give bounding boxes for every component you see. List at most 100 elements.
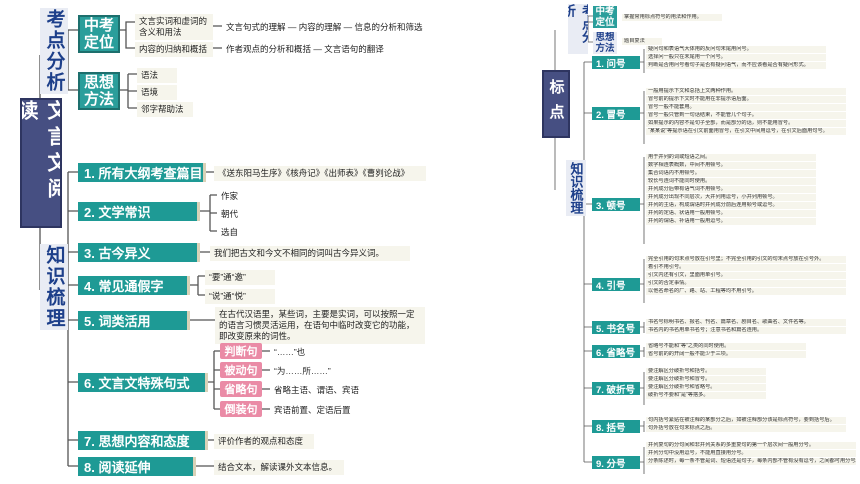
rule: 以他名命名的厂、路、站、工程等均不用引号。 [646, 288, 846, 295]
right-node-sixiang: 思想方法 [593, 32, 617, 54]
shenglvehao-rules: 省略号不能和“等”之类的同时使用。 省号前的的开阔一般不能少于三项。 [646, 343, 806, 359]
right-item-pozhehao: 7. 破折号 [592, 382, 640, 395]
item-5: 5. 词类活用 [78, 311, 190, 330]
rule: 并列的谓语、补语用一般用逗号。 [646, 218, 816, 225]
rule: 完全引用的句末点号放在引号里；不完全引用的引文的句末点号放在引号外。 [646, 256, 846, 263]
maohao-rules: 一般用提示下文和总括上文两种作用。 冒号前的提示下文时不能用在非提示语后面。 冒… [646, 88, 846, 136]
rule: “某某说”等提示语在引文前面用冒号，在引文中间用逗号，在引文后面用句号。 [646, 128, 846, 135]
type-panduan: 判断句 [220, 343, 262, 359]
kuohao-rules: 句内括号紧贴在被注释的某部分之后，如被注释部分该是标点符号，要到括号后。 句外括… [646, 417, 846, 433]
item4-sub-2: “说”通“悦” [205, 289, 275, 304]
rule: 要注解区分破折号和省略号。 [646, 384, 766, 391]
type-shenglve: 省略句 [220, 381, 262, 397]
rule: 句外括号放在句末标点之后。 [646, 425, 846, 432]
rule: 省号前的的开阔一般不能少于三项。 [646, 351, 806, 358]
rule: 引文内还有引文，里面用单引号。 [646, 272, 846, 279]
right-item-maohao: 2. 冒号 [592, 107, 640, 120]
rule: 疑问句和表语气大体用的反问句末尾用问号。 [646, 46, 826, 53]
rule: 数字相连表概数，中间不用顿号。 [646, 162, 816, 169]
item5-text: 在古代汉语里，某些词，主要是实词，可以按照一定的语言习惯灵活运用，在语句中临时改… [215, 307, 425, 344]
rule: 并列分句中没用逗号，不能用直接用分号。 [646, 450, 856, 457]
item-2: 2. 文学常识 [78, 202, 200, 221]
rule: 并列成分出现不同层次，大并列用逗号，小并列用顿号。 [646, 194, 816, 201]
rule: 要注解区分破折号和括号。 [646, 368, 766, 375]
type-beidong-text: “为……所……” [274, 366, 331, 376]
rule: 冒号前的提示下文时不能用在非提示语后面。 [646, 96, 846, 103]
pos2-text: 内容的归纳和概括 [135, 42, 213, 57]
rule: 冒号一般只管到一句话结束，不能管几个句子。 [646, 112, 846, 119]
pos1-chain: 文言句式的理解 — 内容的理解 — 信息的分析和筛选 [226, 22, 423, 32]
item7-text: 评价作者的观点和态度 [214, 434, 314, 449]
right-item-kuohao: 8. 括号 [592, 420, 640, 433]
rule: 要注解区分破折号和冒号。 [646, 376, 766, 383]
method-yufa: 语法 [137, 68, 177, 83]
rule: 并列的主语，构成谓语时并列成分前后连用顿号或逗号。 [646, 202, 816, 209]
rule: 一般用提示下文和总括上文两种作用。 [646, 88, 846, 95]
rule: 集合词语内不用顿号。 [646, 170, 816, 177]
shuminghao-rules: 书名号标明书名、报名、刊名、篇章名、剧目名、歌曲名、文件名等。 书名内的书名用单… [646, 319, 846, 335]
right-section-zhishi: 知识梳理 [566, 160, 586, 216]
item4-sub-1: “要”通“邀” [205, 270, 275, 285]
rule: 着引不用引号。 [646, 264, 846, 271]
rule: 冒号一般不能套用。 [646, 104, 846, 111]
right-node-zhongkao: 中考定位 [593, 6, 617, 28]
rule: 并列的定语、状语用一般用顿号。 [646, 210, 816, 217]
right-item-dunhao: 3. 顿号 [592, 198, 640, 211]
rule: 选择问一般只在末尾用一个问号。 [646, 54, 826, 61]
rule: 分条陈述时，每一条不管是词、短语还是句子，每条内部不管有没有逗号，之间都可用分号… [646, 458, 856, 465]
item3-text: 我们把古文和今文不相同的词叫古今异义词。 [210, 246, 410, 261]
rule: 较长与连词不能同时使用。 [646, 178, 816, 185]
type-daozhuang: 倒装句 [220, 401, 262, 417]
method-linzi: 邻字帮助法 [137, 102, 193, 117]
item1-text: 《送东阳马生序》《核舟记》《出师表》《曹刿论战》 [214, 166, 426, 181]
item-1: 1. 所有大纲考查篇目 [78, 163, 206, 182]
rule: 并列复句的分句间和非并列关系的多重复句的第一个层次间一般用分号。 [646, 442, 856, 449]
item-3: 3. 古今异义 [78, 243, 200, 262]
right-sixiang-text: 题目复法 [622, 38, 662, 45]
rule: 如果提示的内容不是句子全部，而是部分的话，则不能用冒号。 [646, 120, 846, 127]
wenhao-rules: 疑问句和表语气大体用的反问句末尾用问号。 选择问一般只在末尾用一个问号。 判断是… [646, 46, 826, 70]
right-item-shenglvehao: 6. 省略号 [592, 345, 640, 358]
rule: 用于并列的词或短语之间。 [646, 154, 816, 161]
type-panduan-text: “……”也 [274, 347, 306, 357]
type-beidong: 被动句 [220, 362, 262, 378]
method-yujing: 语境 [137, 85, 177, 100]
fenhao-rules: 并列复句的分句间和非并列关系的多重复句的第一个层次间一般用分号。 并列分句中没用… [646, 442, 856, 466]
item2-sub-chaodai: 朝代 [221, 209, 239, 219]
type-shenglve-text: 省略主语、谓语、宾语 [274, 385, 360, 395]
type-daozhuang-text: 宾语前置、定语后置 [274, 405, 351, 415]
item-7: 7. 思想内容和态度 [78, 431, 208, 450]
right-item-yinhao: 4. 引号 [592, 278, 640, 291]
rule: 破折号不要和“是”等搭多。 [646, 392, 766, 399]
rule: 并列成分后带有语气词不用顿号。 [646, 186, 816, 193]
pos2-chain: 作者观点的分析和概括 — 文言语句的翻译 [226, 44, 384, 54]
right-item-fenhao: 9. 分号 [592, 456, 640, 469]
rule: 引文的否定事情。 [646, 280, 846, 287]
right-zhongkao-text: 掌握常用标点符号的用法和作用。 [622, 14, 722, 21]
node-sixiang-fangfa: 思想方法 [78, 72, 120, 110]
item-8: 8. 阅读延伸 [78, 457, 196, 476]
rule: 书名内的书名用单书名号；注意书名和篇名连用。 [646, 327, 846, 334]
pos1-text: 文言实词和虚词的含义和用法 [135, 14, 213, 40]
right-root-node: 标点 [542, 70, 570, 138]
section-kaodian-fenxi: 考点分析 [40, 8, 68, 94]
rule: 书名号标明书名、报名、刊名、篇章名、剧目名、歌曲名、文件名等。 [646, 319, 846, 326]
right-item-shuminghao: 5. 书名号 [592, 321, 640, 334]
item2-sub-xuanzi: 选自 [221, 227, 239, 237]
node-zhongkao-dingwei: 中考定位 [78, 15, 120, 53]
right-item-wenhao: 1. 问号 [592, 56, 640, 69]
dunhao-rules: 用于并列的词或短语之间。 数字相连表概数，中间不用顿号。 集合词语内不用顿号。 … [646, 154, 816, 226]
rule: 判断是否用问号看句子是否有疑问语气，而不应该看是否有疑问形式。 [646, 62, 826, 69]
item2-sub-zuojia: 作家 [221, 191, 239, 201]
right-section-kaodian: 考点分析 [568, 4, 588, 54]
item-6: 6. 文言文特殊句式 [78, 373, 208, 392]
rule: 省略号不能和“等”之类的同时使用。 [646, 343, 806, 350]
section-zhishi-shuli: 知识梳理 [40, 244, 68, 330]
item-4: 4. 常见通假字 [78, 276, 190, 295]
yinhao-rules: 完全引用的句末点号放在引号里；不完全引用的引文的句末点号放在引号外。 着引不用引… [646, 256, 846, 296]
item8-text: 结合文本，解读课外文本信息。 [214, 460, 344, 475]
rule: 句内括号紧贴在被注释的某部分之后，如被注释部分该是标点符号，要到括号后。 [646, 417, 846, 424]
pozhehao-rules: 要注解区分破折号和括号。 要注解区分破折号和冒号。 要注解区分破折号和省略号。 … [646, 368, 766, 400]
root-node: 文言文阅读 [20, 98, 62, 228]
